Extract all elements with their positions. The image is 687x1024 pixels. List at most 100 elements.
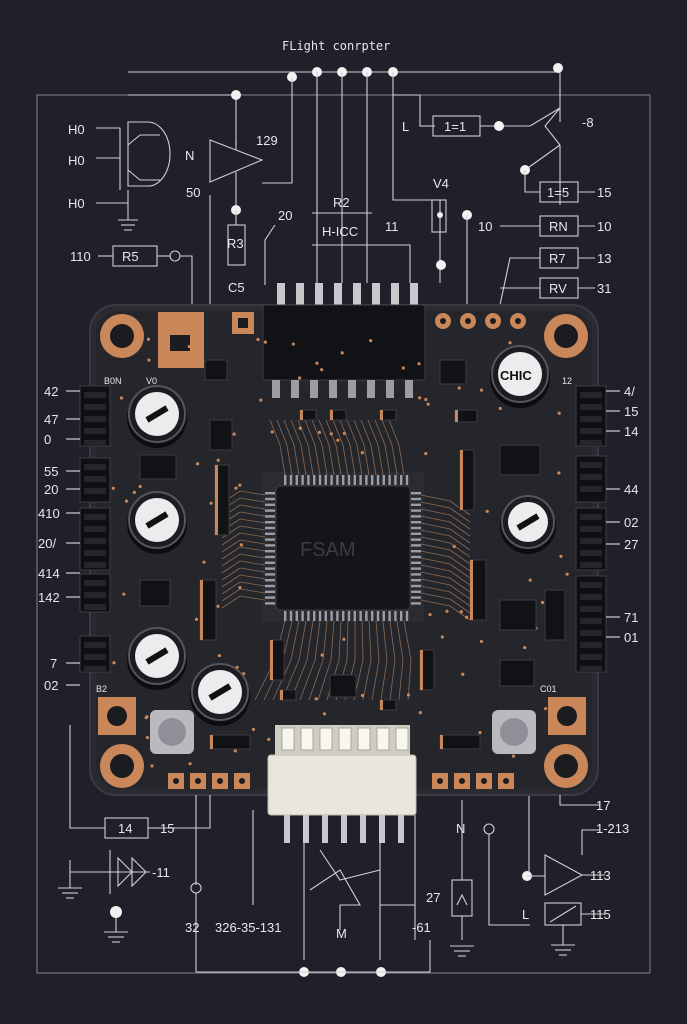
via — [112, 661, 116, 665]
smd-part — [439, 734, 481, 750]
smd-terminal — [280, 690, 283, 700]
label-110: 110 — [70, 249, 91, 264]
via — [144, 716, 148, 720]
via — [479, 639, 483, 644]
mcu-pin — [353, 475, 356, 485]
mcu-pin — [371, 475, 374, 485]
label-v4: V4 — [433, 176, 449, 191]
trace — [420, 564, 471, 586]
trace — [420, 550, 471, 572]
via — [565, 572, 569, 576]
mcu-pin — [265, 521, 275, 524]
trace — [290, 620, 314, 701]
via — [426, 402, 430, 406]
smd-part — [454, 409, 478, 423]
via — [340, 351, 344, 355]
smd-terminal — [440, 735, 443, 749]
mcu-pin — [313, 611, 316, 621]
mcu-pin — [411, 584, 421, 588]
box-rn-text: RN — [549, 219, 568, 234]
mcu-pin — [284, 611, 287, 621]
mcu-pin — [411, 596, 421, 599]
hicc-block — [312, 212, 411, 283]
trace — [221, 560, 266, 574]
silk-label-1: B0N — [104, 376, 122, 386]
smd-terminal — [470, 560, 473, 620]
right-headers — [575, 385, 607, 673]
pad-row-bottom — [168, 773, 514, 789]
connector-pin — [300, 727, 314, 751]
header-slot — [84, 604, 106, 610]
mcu-pin — [265, 515, 275, 518]
header-slot — [580, 630, 602, 636]
via — [457, 386, 461, 390]
mcu-pin — [336, 475, 339, 485]
mcu-pin — [376, 611, 380, 621]
trace — [420, 557, 471, 579]
label-10-left: 10 — [478, 219, 492, 234]
header-pin — [410, 283, 418, 309]
via — [336, 438, 340, 442]
via — [238, 585, 242, 590]
left-pin-label: 410 — [38, 506, 60, 521]
smd-part — [139, 579, 171, 607]
mcu-pin — [411, 555, 421, 559]
left-pin-label: 42 — [44, 384, 58, 399]
via — [238, 483, 242, 487]
right-pin-label: 01 — [624, 630, 638, 645]
mcu-pins — [265, 475, 421, 621]
mcu-pin — [330, 611, 333, 621]
mcu-pin — [318, 611, 322, 621]
trace — [221, 567, 266, 581]
label-13: 13 — [597, 251, 611, 266]
mcu-pin — [411, 503, 421, 506]
label-minus61: -61 — [412, 920, 431, 935]
connector-lead — [303, 815, 309, 843]
label-n-bottom: N — [456, 821, 465, 836]
header-slot — [580, 606, 602, 612]
mcu-pin — [411, 538, 421, 541]
via — [478, 730, 482, 735]
left-pin-label: 0 — [44, 432, 51, 447]
via — [259, 398, 263, 402]
trace — [362, 620, 372, 701]
box-rn — [539, 215, 579, 237]
mcu-pin — [388, 475, 391, 485]
left-headers — [79, 385, 111, 673]
header-slot — [580, 550, 602, 556]
mcu-pin — [265, 561, 275, 564]
mcu-pin — [359, 475, 362, 485]
header-slot — [580, 474, 602, 480]
via — [232, 432, 236, 436]
mcu-pin — [342, 611, 345, 621]
box-r5-text: R5 — [122, 249, 139, 264]
top-ic-legs — [272, 380, 413, 398]
mcu-pin — [284, 475, 287, 485]
header-slot — [580, 428, 602, 434]
ic-leg — [405, 380, 413, 398]
via — [217, 653, 222, 658]
mcu-pin — [265, 602, 275, 605]
mcu-pin — [411, 579, 421, 582]
connector-pin — [319, 727, 333, 751]
via — [322, 712, 327, 716]
pad-row-top-right — [435, 313, 526, 329]
silk-label-3: 12 — [562, 376, 572, 386]
trace — [346, 419, 363, 476]
left-pin-label: 20/ — [38, 536, 56, 551]
trace — [221, 553, 266, 567]
mcu-pin — [411, 521, 421, 524]
header-slot — [84, 392, 106, 398]
pad-hole — [173, 778, 179, 784]
via — [256, 337, 260, 342]
via — [440, 635, 444, 639]
mcu-pin — [307, 611, 310, 621]
trace — [420, 599, 471, 621]
label-115: 115 — [590, 907, 611, 922]
via — [122, 592, 126, 596]
label-c5: C5 — [228, 280, 245, 295]
via — [549, 755, 553, 759]
header-pin — [296, 283, 304, 309]
via — [195, 462, 200, 466]
mcu-pin — [394, 611, 397, 621]
